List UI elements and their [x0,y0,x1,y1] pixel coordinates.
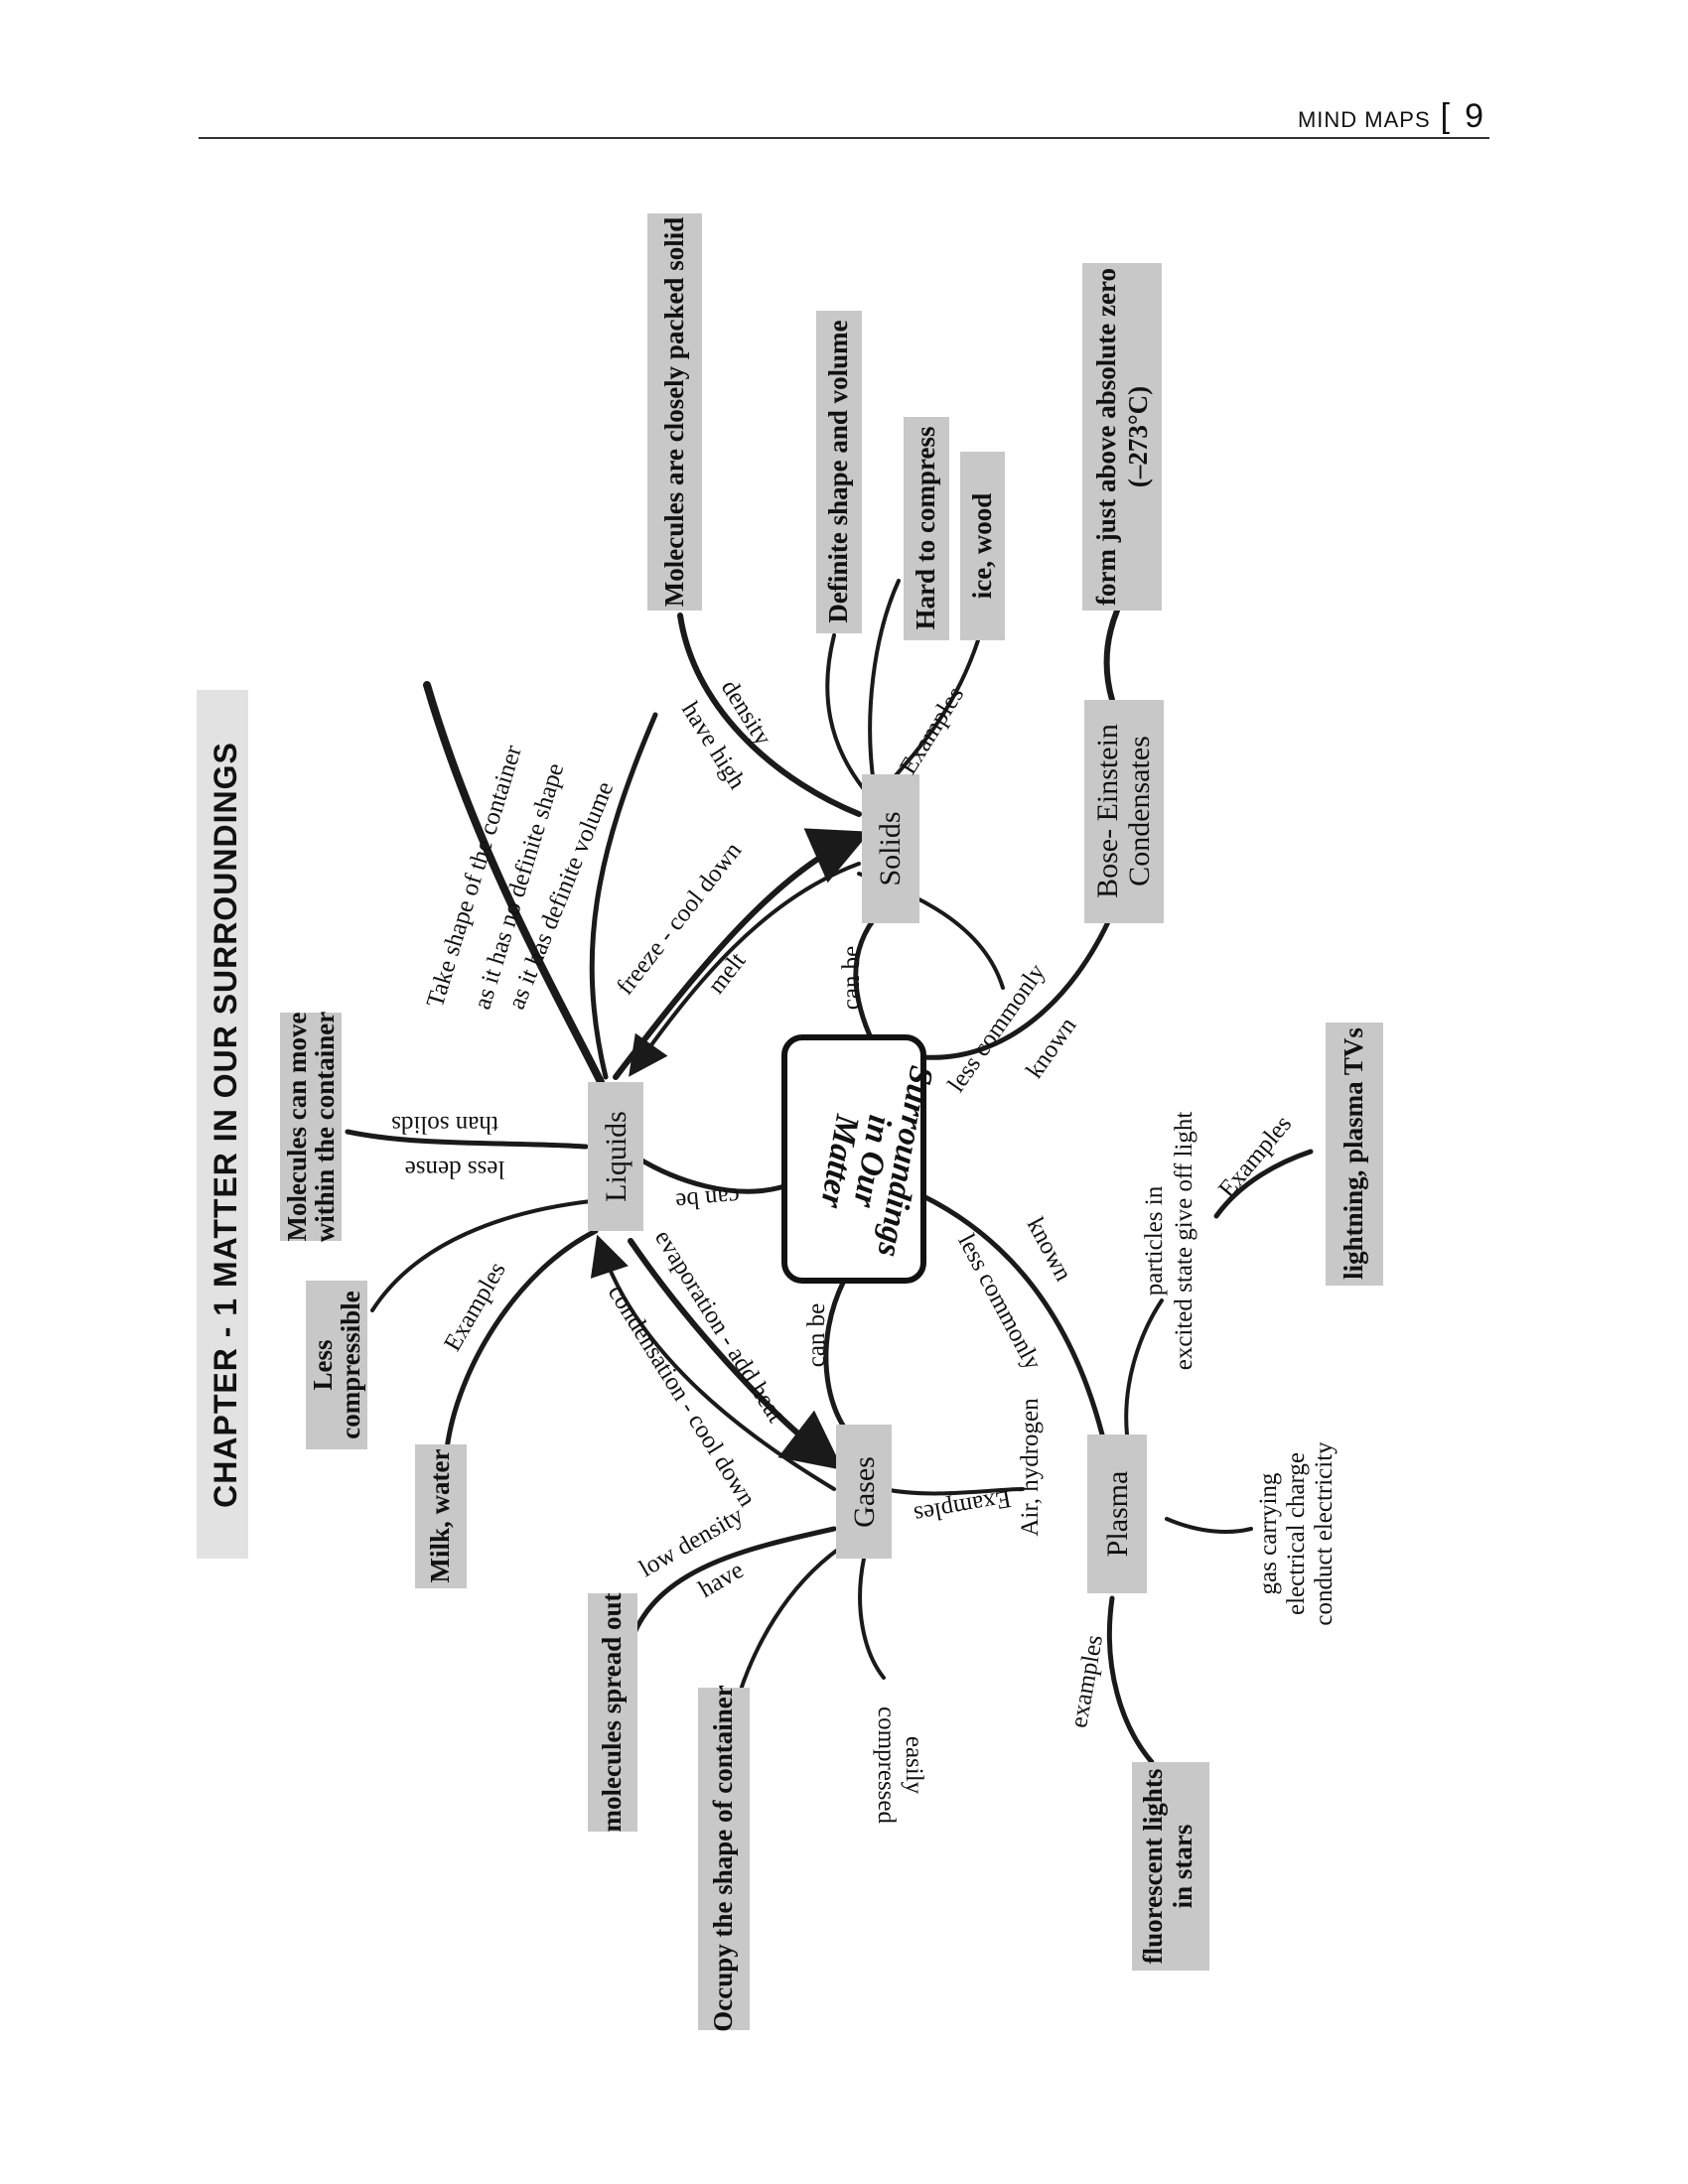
label-can-be-liquids: can be [674,1182,741,1215]
label-gas-line1: gas carrying [1255,1472,1282,1594]
chapter-banner: CHAPTER - 1 MATTER IN OUR SURROUNDINGS [197,690,248,1559]
text-absolute-zero-line1: form just above absolute zero [1091,268,1121,606]
label-plasma-examples-lower: examples [1065,1633,1108,1730]
line-centre-gases [823,1278,857,1442]
label-easily: easily [901,1736,927,1795]
label-have: have [694,1557,748,1603]
label-gas-line2: electrical charge [1283,1452,1310,1615]
line-liquids-less-comp [370,1199,593,1312]
box-spread-out [588,1593,637,1832]
box-lightning [1326,1023,1383,1286]
label-can-be-gases: can be [803,1303,830,1368]
box-fluorescent [1132,1762,1209,1971]
label-particles-line2: excited state give off light [1171,1112,1197,1371]
line-plasma-particles [1124,1298,1164,1436]
line-liquids-examples [444,1228,599,1452]
line-liquids-definite-volume [589,712,658,1080]
arrow-evaporation [628,1238,844,1470]
arrow-condensation [590,1234,836,1491]
arrow-melt [629,862,861,1077]
text-closely-packed: Molecules are closely packed solid [659,217,689,607]
text-less-comp-line2: compressible [336,1291,365,1439]
chapter-title: CHAPTER - 1 MATTER IN OUR SURROUNDINGS [208,742,243,1508]
page-number: 9 [1465,97,1484,135]
node-bec: Bose- Einstein Condensates [1084,700,1164,923]
text-less-comp-line1: Less [308,1339,338,1390]
svg-text:Condensates: Condensates [1123,736,1156,887]
svg-text:Bose- Einstein: Bose- Einstein [1091,724,1124,898]
line-centre-liquids [633,1154,787,1194]
label-compressed: compressed [873,1706,900,1825]
label-particles-line1: particles in [1141,1185,1168,1296]
node-gases: Gases [836,1425,892,1559]
box-occupy-shape [698,1688,750,2030]
label-than-solids: than solids [391,1111,498,1138]
text-fluor-line1: fluorescent lights [1138,1769,1168,1965]
running-head: MIND MAPS [9 [1298,97,1484,136]
line-centre-solids [853,910,882,1047]
label-solids-examples: Examples [895,682,969,779]
text-fluor-line2: in stars [1168,1825,1197,1909]
running-head-bracket: [ [1440,97,1452,135]
centre-node: Matter in Our Surroundings [781,1034,939,1284]
box-absolute-zero [1082,263,1162,611]
line-centre-bec [920,910,1115,1060]
line-plasma-gas [1165,1517,1253,1534]
line-centre-plasma [920,1193,1105,1437]
line-plasma-examples [1213,1149,1314,1219]
label-liquids-examples: Examples [439,1258,511,1356]
text-occupy-shape: Occupy the shape of container [708,1685,738,2032]
text-move-line2: within the container [310,1012,340,1243]
line-solids-packed [677,613,862,817]
line-gases-examples [882,1487,1025,1496]
label-can-be-solids: can be [838,946,865,1011]
text-spread-out: molecules spread out [597,1592,627,1832]
text-absolute-zero-line2: (–273°C) [1123,386,1153,487]
label-plasma-examples: Examples [1213,1111,1297,1203]
box-molecules-move [280,1013,342,1241]
text-ice-wood: ice, wood [967,493,997,599]
label-condensation: condensation - cool down [603,1281,762,1512]
box-ice-wood [960,452,1005,640]
line-bec-absolute-zero [1103,608,1120,703]
node-liquids: Liquids [588,1082,643,1231]
line-gases-occupy [738,1547,841,1695]
svg-text:Plasma: Plasma [1101,1471,1134,1558]
box-closely-packed [647,213,702,611]
text-lightning: lightning, plasma TVs [1338,1027,1368,1280]
box-definite-shape [816,311,862,633]
line-gases-compressed [858,1557,886,1680]
label-gas-line3: conduct electricity [1311,1441,1337,1626]
node-plasma: Plasma [1087,1434,1147,1593]
line-solids-definite [825,633,866,791]
box-milk-water [415,1444,467,1588]
box-hard-compress [904,417,949,640]
text-definite-shape: Definite shape and volume [823,320,853,622]
line-plasma-fluorescent [1106,1595,1155,1765]
label-air-hydrogen: Air, hydrogen [1017,1398,1044,1537]
svg-text:Gases: Gases [848,1456,881,1528]
label-less-dense: less dense [405,1156,505,1182]
running-head-title: MIND MAPS [1297,107,1431,132]
line-liquids-move [345,1129,589,1150]
text-milk-water: Milk, water [425,1449,455,1583]
svg-text:Solids: Solids [874,811,907,886]
svg-text:Liquids: Liquids [600,1111,633,1202]
line-gases-spread [628,1526,837,1646]
text-move-line1: Molecules can move [282,1013,312,1242]
line-liquids-take-shape [423,681,605,1086]
box-less-compressible [306,1281,367,1449]
text-hard-compress: Hard to compress [911,427,940,630]
header-rule [199,137,1489,139]
line-solids-hard [868,579,901,786]
label-known-2: known [1022,1213,1077,1286]
node-solids: Solids [862,774,919,923]
